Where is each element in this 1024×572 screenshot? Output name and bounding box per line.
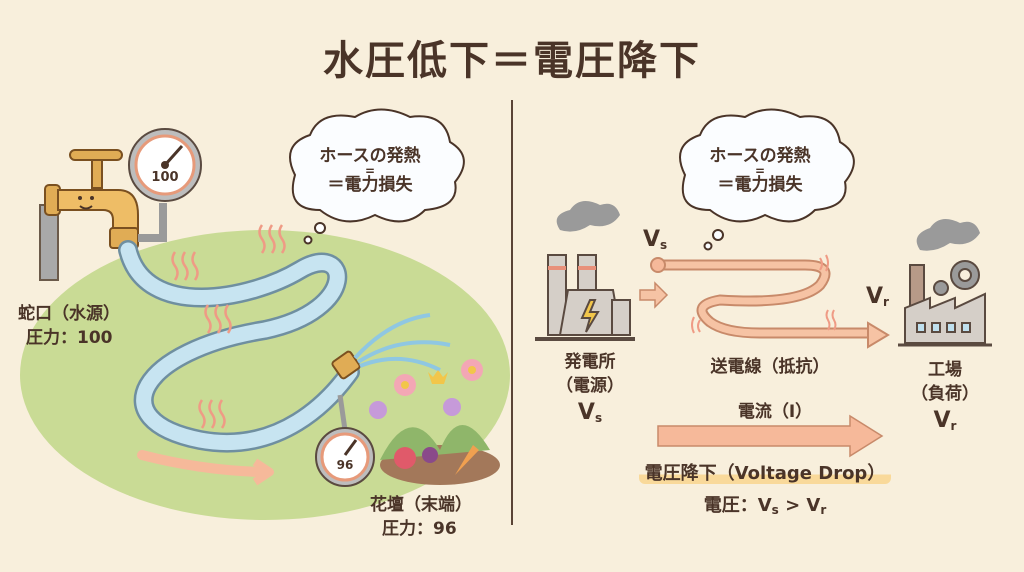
end-pressure: 圧力：96 (382, 519, 457, 539)
cloud-line2: = (754, 164, 766, 178)
op: > (778, 495, 807, 516)
v1: V (757, 495, 772, 516)
v2: V (806, 495, 821, 516)
sub: r (950, 419, 957, 433)
flower-bed-icon (369, 359, 500, 485)
heat-icon (171, 224, 286, 429)
prefix: 電圧： (703, 495, 758, 516)
v: V (866, 284, 884, 309)
voltage-drop-label: 電圧降下（Voltage Drop） (600, 462, 930, 486)
plant-name: 発電所 (564, 352, 616, 372)
cloud-text-left: ホースの発熱 = ＝電力損失 (295, 148, 445, 194)
v: V (933, 408, 951, 433)
water-spray (353, 313, 451, 372)
pressure-gauge-end-icon (315, 394, 375, 487)
pressure-gauge-source-icon (128, 128, 202, 202)
vs-top-label: Vs (643, 228, 667, 257)
factory-label: 工場 （負荷） Vr (900, 358, 990, 441)
plant-role: （電源） (556, 376, 624, 396)
s1: s (771, 503, 779, 517)
end-gauge-value: 96 (336, 458, 354, 472)
source-gauge-value: 100 (151, 170, 179, 185)
sub: s (660, 238, 668, 252)
source-pressure: 圧力：100 (26, 328, 113, 348)
factory-icon (898, 219, 992, 347)
input-arrow (639, 281, 669, 309)
cloud-line1: ホースの発熱 (319, 146, 421, 166)
flow-arrow (137, 450, 265, 477)
end-name: 花壇（末端） (370, 495, 472, 515)
voltage-drop-text: 電圧降下（Voltage Drop） (638, 463, 892, 484)
current-arrow (657, 414, 884, 458)
vr-top-label: Vr (866, 285, 889, 314)
cloud-line2: = (364, 164, 376, 178)
power-plant-icon (535, 201, 635, 341)
factory-name: 工場 (928, 360, 962, 380)
source-label: 蛇口（水源） 圧力：100 (18, 302, 120, 350)
source-name: 蛇口（水源） (18, 304, 120, 324)
thought-cloud-right (679, 108, 855, 251)
faucet-icon (39, 149, 167, 281)
sub: s (594, 411, 603, 425)
cloud-line3: ＝電力損失 (717, 175, 803, 195)
page-title: 水圧低下＝電圧降下 (323, 38, 701, 84)
factory-role: （負荷） (911, 384, 979, 404)
end-label: 花壇（末端） 圧力：96 (370, 493, 472, 541)
current-label: 電流（I） (737, 402, 813, 422)
voltage-relation: 電圧：Vs > Vr (640, 494, 890, 522)
cloud-text-right: ホースの発熱 = ＝電力損失 (685, 148, 835, 194)
cloud-line3: ＝電力損失 (327, 175, 413, 195)
s2: r (820, 503, 827, 517)
thought-cloud-left (289, 108, 465, 245)
sub: r (883, 295, 889, 309)
cloud-line1: ホースの発熱 (709, 146, 811, 166)
v: V (577, 400, 595, 425)
v: V (643, 227, 661, 252)
line-label: 送電線（抵抗） (710, 357, 830, 377)
plant-label: 発電所 （電源） Vs (545, 350, 635, 433)
